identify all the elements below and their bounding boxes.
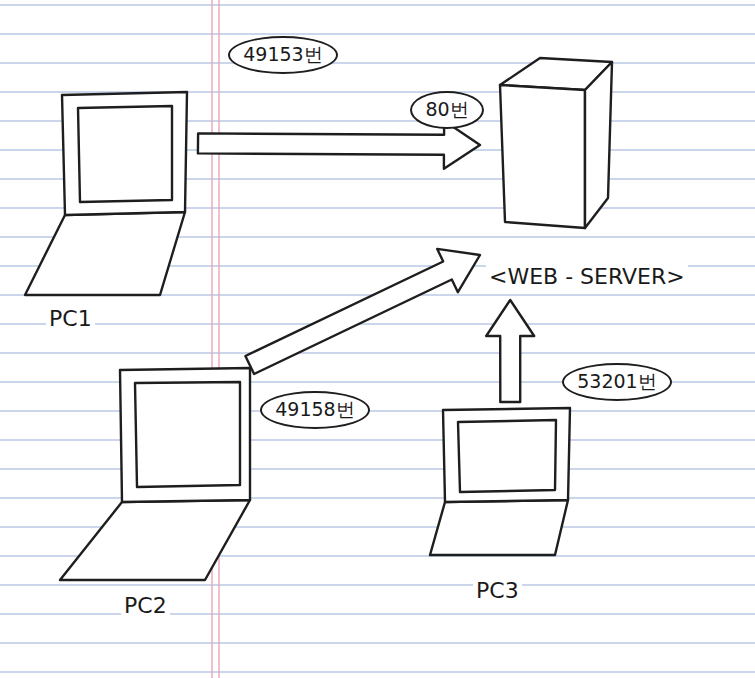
block-arrow bbox=[486, 300, 534, 402]
laptop-pc: PC3 bbox=[425, 402, 580, 612]
port-oval: 80번 bbox=[410, 91, 484, 129]
port-number: 49153번 bbox=[243, 44, 322, 66]
port-oval: 49158번 bbox=[260, 391, 370, 429]
device-label: PC2 bbox=[121, 593, 170, 618]
device-label: PC3 bbox=[473, 578, 522, 603]
port-number: 80번 bbox=[425, 99, 468, 121]
margin-line bbox=[218, 0, 219, 678]
device-label: PC1 bbox=[46, 306, 95, 331]
laptop-drawing bbox=[25, 92, 187, 295]
port-oval: 49153번 bbox=[228, 36, 338, 74]
device-label: <WEB - SERVER> bbox=[486, 264, 688, 289]
block-arrow bbox=[245, 249, 480, 374]
web-server: <WEB - SERVER> bbox=[480, 50, 712, 300]
laptop-drawing bbox=[60, 368, 250, 580]
server-cube bbox=[500, 58, 612, 228]
port-number: 53201번 bbox=[577, 371, 656, 393]
port-oval: 53201번 bbox=[562, 363, 672, 401]
laptop-pc: PC1 bbox=[20, 88, 198, 340]
laptop-pc: PC2 bbox=[55, 365, 260, 627]
laptop-drawing bbox=[430, 408, 570, 555]
margin-line bbox=[211, 0, 212, 678]
port-number: 49158번 bbox=[275, 399, 354, 421]
